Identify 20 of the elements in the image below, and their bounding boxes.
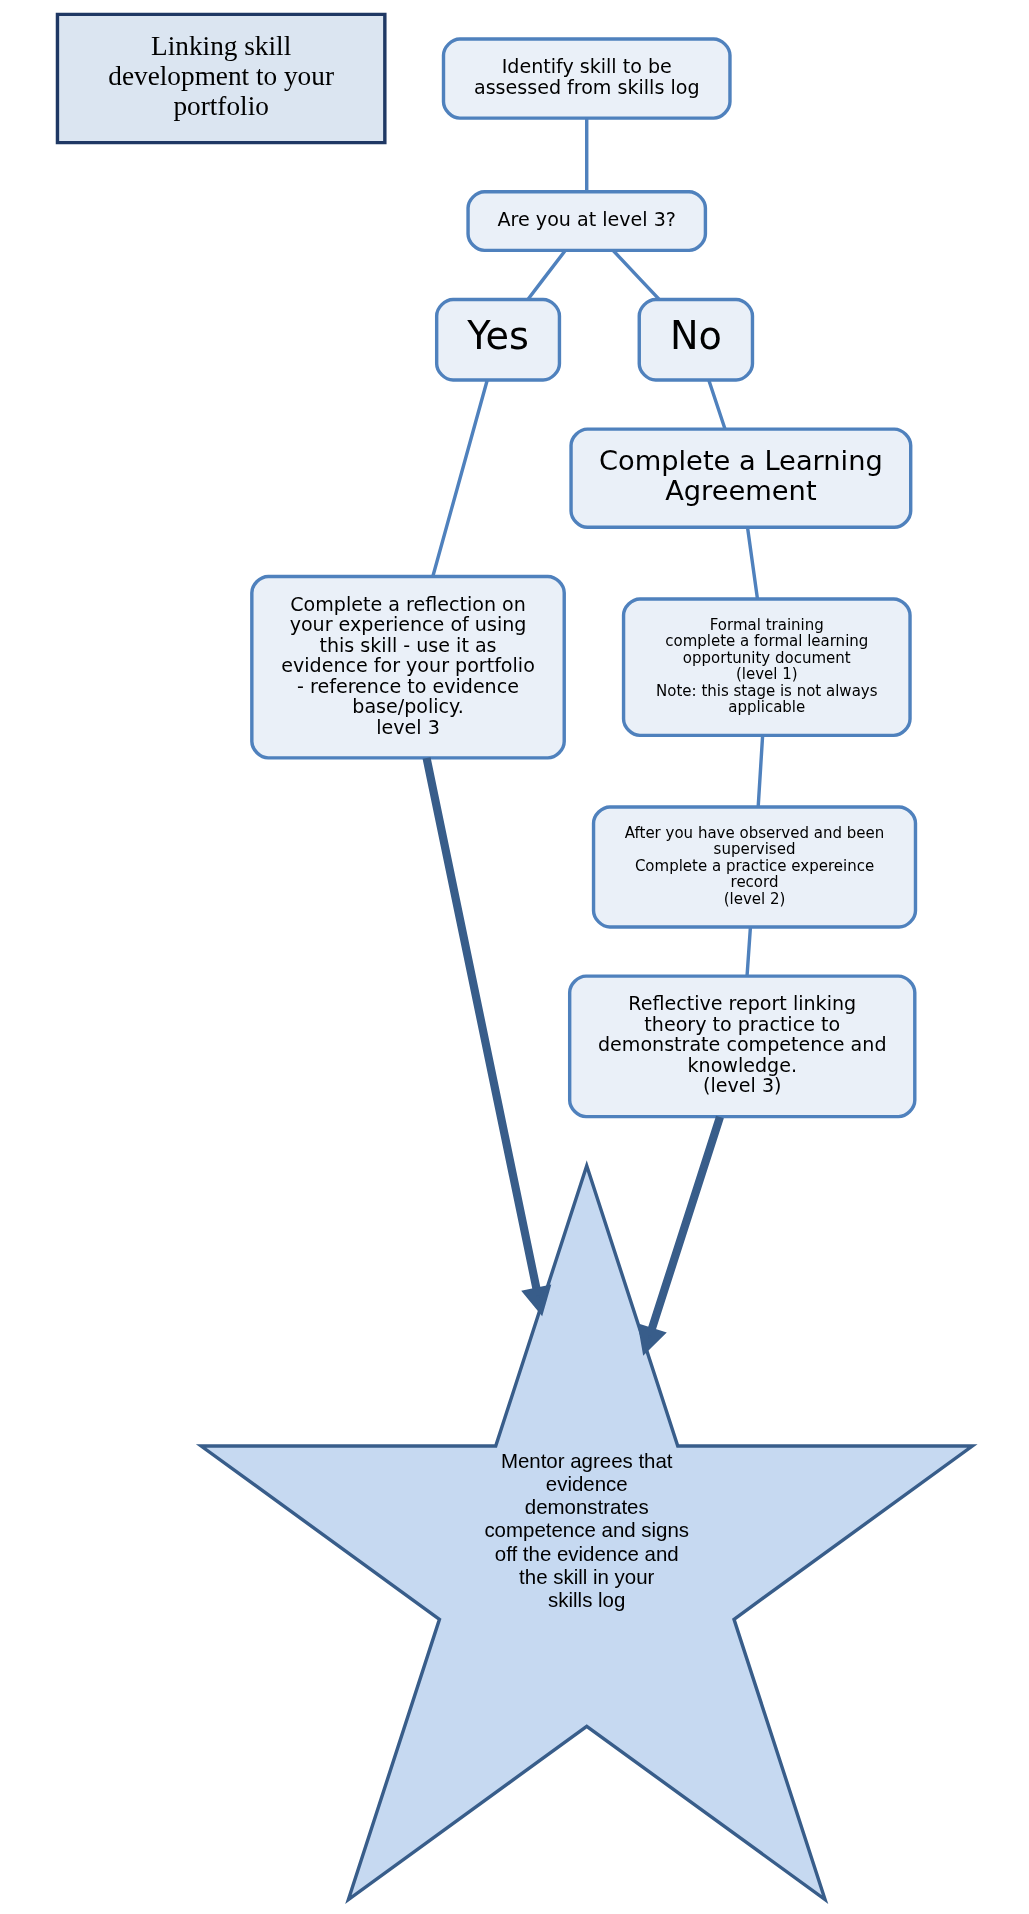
arrow	[422, 757, 551, 1317]
node-box: Are you at level 3?	[465, 190, 707, 253]
node-box: Formal training complete a formal learning opportunity document (level 1) Note: this stage is not always applicable	[621, 597, 912, 738]
node-box: Identify skill to be assessed from skills log	[441, 37, 732, 120]
node-box: Complete a reflection on your experience of using this skill - use it as evidence for your portfolio - reference to evidence base/policy. level 3	[249, 574, 566, 760]
node-box: Reflective report linking theory to practice to demonstrate competence and knowledge. (level 3)	[567, 974, 916, 1119]
connector	[526, 249, 567, 301]
node-box: Linking skill development to your portfolio	[55, 12, 387, 145]
node-box: Complete a Learning Agreement	[568, 427, 912, 530]
connector	[756, 735, 764, 807]
node-box: After you have observed and been supervised Complete a practice expereince record (level 2)	[591, 805, 917, 929]
connector	[611, 249, 660, 301]
connector	[745, 527, 759, 599]
arrow	[637, 1115, 724, 1356]
connector	[584, 118, 588, 192]
connector	[744, 927, 752, 977]
connector	[706, 379, 727, 430]
connector	[430, 379, 489, 577]
node-box: Yes	[434, 297, 561, 382]
node-box: No	[637, 297, 754, 382]
